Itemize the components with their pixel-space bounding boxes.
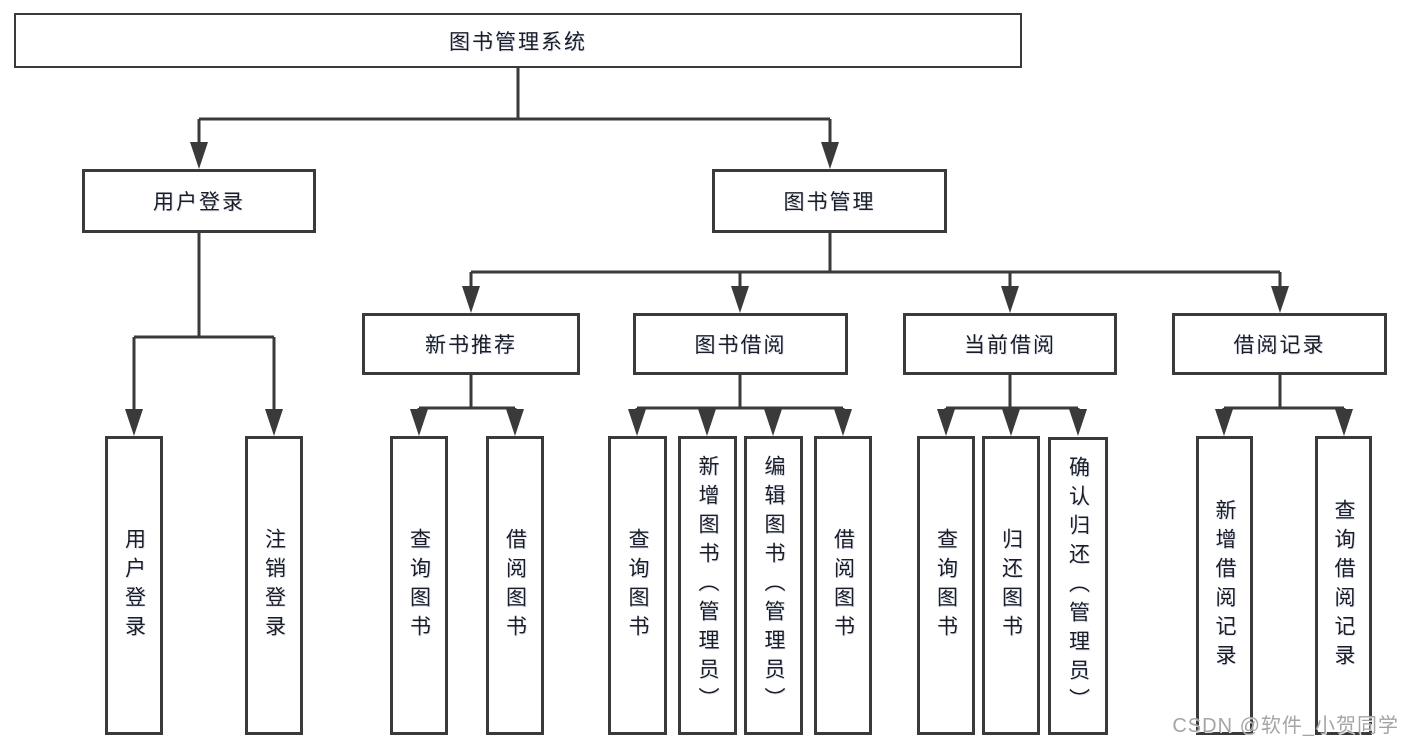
arrowhead-icon — [410, 409, 428, 436]
node-borrow-records: 借阅记录 — [1172, 313, 1387, 375]
node-book-management: 图书管理 — [712, 169, 947, 233]
arrowhead-icon — [764, 409, 782, 436]
leaf-edit-book-admin: 编辑图书（管理员） — [744, 436, 803, 735]
arrowhead-icon — [190, 142, 208, 169]
leaf-add-book-admin: 新增图书（管理员） — [678, 436, 737, 735]
arrowhead-icon — [937, 409, 955, 436]
leaf-borrow-books-recommend: 借阅图书 — [486, 436, 544, 735]
edge-book-management-to-level3 — [462, 233, 1289, 313]
arrowhead-icon — [125, 409, 143, 436]
node-current-borrow: 当前借阅 — [903, 313, 1117, 375]
node-user-login: 用户登录 — [82, 169, 316, 233]
edge-new-book-to-leaves — [410, 375, 524, 436]
leaf-user-login: 用户登录 — [105, 436, 163, 735]
arrowhead-icon — [1271, 286, 1289, 313]
arrowhead-icon — [731, 286, 749, 313]
watermark: CSDN @软件_小贺同学 — [1172, 715, 1399, 737]
node-root: 图书管理系统 — [14, 13, 1022, 68]
node-book-borrow: 图书借阅 — [633, 313, 848, 375]
arrowhead-icon — [628, 409, 646, 436]
leaf-logout: 注销登录 — [245, 436, 303, 735]
leaf-add-borrow-record: 新增借阅记录 — [1196, 436, 1253, 735]
arrowhead-icon — [265, 409, 283, 436]
arrowhead-icon — [506, 409, 524, 436]
node-new-book-recommend: 新书推荐 — [362, 313, 580, 375]
arrowhead-icon — [462, 286, 480, 313]
arrowhead-icon — [1001, 286, 1019, 313]
arrowhead-icon — [1215, 409, 1233, 436]
edge-book-borrow-to-leaves — [628, 375, 852, 436]
leaf-query-books-borrow: 查询图书 — [608, 436, 667, 735]
leaf-confirm-return-admin: 确认归还（管理员） — [1048, 437, 1108, 735]
edge-user-login-to-leaves — [125, 233, 283, 436]
edge-root-to-level2 — [190, 68, 839, 169]
arrowhead-icon — [1069, 409, 1087, 436]
arrowhead-icon — [821, 142, 839, 169]
arrowhead-icon — [1335, 409, 1353, 436]
arrowhead-icon — [698, 409, 716, 436]
leaf-query-books-current: 查询图书 — [917, 436, 975, 735]
leaf-borrow-books: 借阅图书 — [814, 436, 872, 735]
leaf-return-books: 归还图书 — [982, 436, 1040, 735]
leaf-query-books-recommend: 查询图书 — [390, 436, 448, 735]
arrowhead-icon — [834, 409, 852, 436]
arrowhead-icon — [1002, 409, 1020, 436]
edge-borrow-records-to-leaves — [1215, 375, 1353, 436]
leaf-query-borrow-record: 查询借阅记录 — [1315, 436, 1372, 735]
edge-current-borrow-to-leaves — [937, 375, 1087, 436]
